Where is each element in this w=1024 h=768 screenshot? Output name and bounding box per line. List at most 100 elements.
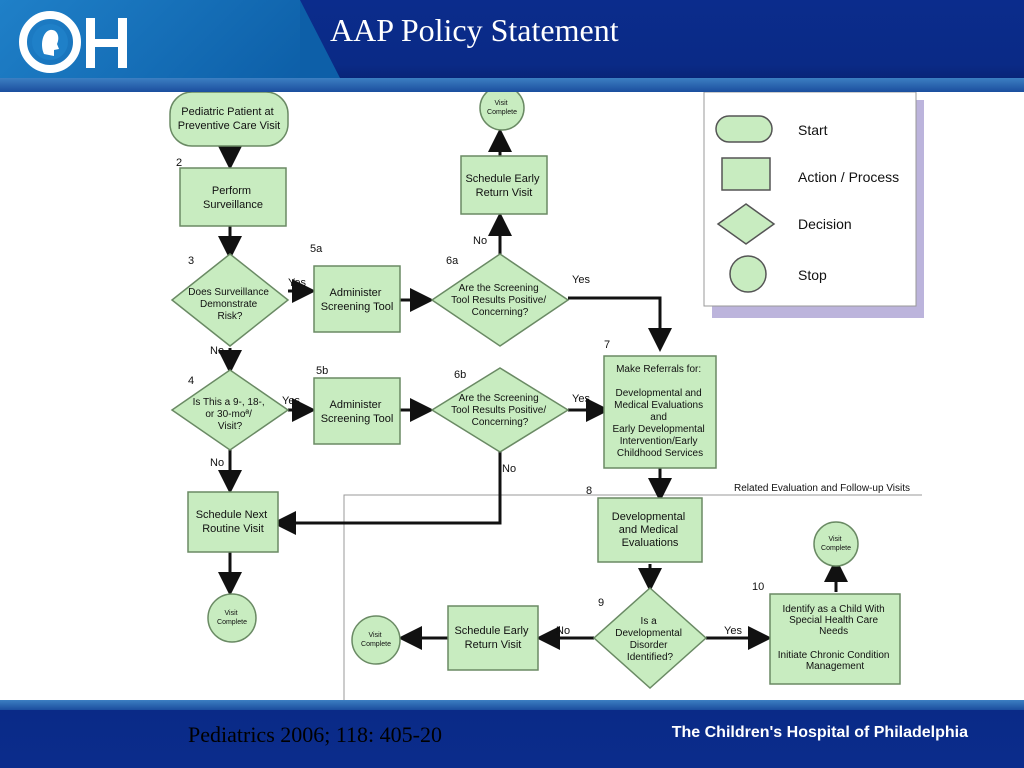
node-4-line-2: or 30-moª/: [205, 409, 252, 420]
node-9-line-2: Developmental: [615, 628, 682, 639]
legend: Start Action / Process Decision Stop: [703, 92, 924, 318]
vc-top-line-2: Complete: [487, 109, 517, 116]
node-3-number: 3: [188, 255, 194, 267]
node-2-line-2: Surveillance: [203, 199, 263, 211]
node-5a-number: 5a: [310, 243, 323, 255]
vc-bottom-line-1: Visit: [368, 632, 381, 639]
node-visit-age-decision: Is This a 9-, 18-, or 30-moª/ Visit?: [170, 369, 290, 451]
node-7-line-5: and: [650, 412, 667, 423]
svg-text:Does Surveillance Demo: Does Surveillance Demonstrate Risk?: [188, 287, 271, 322]
node-3-line-3: Risk?: [217, 311, 242, 322]
node-6b-line-3: Concerning?: [472, 417, 529, 428]
vc-right-line-1: Visit: [828, 536, 841, 543]
node-6b-number: 6b: [454, 369, 466, 381]
svg-text:Identify as a Child With: Identify as a Child With Special Health …: [778, 604, 893, 672]
svg-text:Make Referrals for: De: Make Referrals for: Developmental and Me…: [612, 364, 707, 459]
edge-no-9: No: [556, 625, 570, 637]
node-6a-number: 6a: [446, 255, 459, 267]
svg-text:Is a Developmental: Is a Developmental Disorder Identified?: [615, 616, 685, 663]
node-developmental-medical-evaluations: Developmental and Medical Evaluations: [597, 497, 703, 563]
legend-decision-label: Decision: [798, 216, 852, 232]
node-make-referrals: Make Referrals for: Developmental and Me…: [603, 355, 717, 469]
node-visit-complete-left: Visit Complete: [207, 593, 257, 643]
node-2-line-1: Perform: [212, 185, 251, 197]
vc-bottom-line-2: Complete: [361, 641, 391, 648]
node-4-number: 4: [188, 375, 194, 387]
legend-start-shape: [715, 115, 773, 143]
node-2-number: 2: [176, 157, 182, 169]
svg-text:Is This a 9-, 18-, or: Is This a 9-, 18-, or 30-moª/ Visit?: [193, 397, 268, 432]
legend-action-shape: [721, 157, 771, 191]
node-10-line-3: Needs: [819, 626, 848, 637]
svg-text:Pediatric Patient at P: Pediatric Patient at Preventive Care Vis…: [178, 106, 281, 132]
node-schedule-next-routine: Schedule Next Routine Visit: [187, 491, 279, 553]
node-disorder-identified-decision: Is a Developmental Disorder Identified?: [592, 586, 708, 690]
legend-stop-label: Stop: [798, 267, 827, 283]
svg-text:Are the Screening Tool: Are the Screening Tool Results Positive/…: [451, 283, 549, 318]
edge-yes-9: Yes: [724, 625, 742, 637]
footer-band: [0, 700, 1024, 710]
node-4-line-1: Is This a 9-, 18-,: [193, 397, 265, 408]
hospital-name: The Children's Hospital of Philadelphia: [671, 724, 968, 741]
node-7-line-3: Developmental and: [616, 388, 702, 399]
vc-top-line-1: Visit: [494, 100, 507, 107]
page-title: AAP Policy Statement: [330, 12, 619, 48]
edge-yes-3: Yes: [288, 277, 306, 289]
sched-top-line-1: Schedule Early: [465, 173, 539, 185]
node-6a-line-3: Concerning?: [472, 307, 529, 318]
node-screening-results-decision-b: Are the Screening Tool Results Positive/…: [430, 367, 570, 453]
node-special-health-care-needs: Identify as a Child With Special Health …: [769, 593, 901, 685]
node-administer-screening-b: Administer Screening Tool: [313, 377, 401, 445]
sched-bottom-line-1: Schedule Early: [454, 625, 528, 637]
svg-text:Visit Complete: Visit Complete: [361, 632, 391, 648]
node-8-line-2: and Medical: [619, 524, 678, 536]
node-7-line-4: Medical Evaluations: [614, 400, 703, 411]
edge-no-6b: No: [502, 463, 516, 475]
node-8-line-3: Evaluations: [622, 537, 679, 549]
node-10-number: 10: [752, 581, 764, 593]
node-5b-line-2: Screening Tool: [321, 413, 394, 425]
chop-logo: [19, 11, 127, 73]
sched-next-line-1: Schedule Next: [196, 509, 268, 521]
legend-start-label: Start: [798, 122, 828, 138]
node-visit-complete-bottom: Visit Complete: [351, 615, 401, 665]
related-label: Related Evaluation and Follow-up Visits: [734, 483, 910, 494]
node-5a-line-2: Screening Tool: [321, 301, 394, 313]
edge-no-3: No: [210, 345, 224, 357]
legend-stop-shape: [729, 255, 767, 293]
node-start-line-2: Preventive Care Visit: [178, 120, 281, 132]
node-10-line-5: Initiate Chronic Condition: [778, 650, 890, 661]
legend-action-label: Action / Process: [798, 169, 899, 185]
header-band: [0, 78, 1024, 92]
node-6b-line-2: Tool Results Positive/: [451, 405, 546, 416]
sched-next-line-2: Routine Visit: [202, 523, 264, 535]
flowchart-area: Start Action / Process Decision Stop Rel…: [0, 92, 1024, 700]
edge-no-6a: No: [473, 235, 487, 247]
node-9-number: 9: [598, 597, 604, 609]
svg-text:Administer Screening T: Administer Screening Tool: [321, 287, 394, 313]
edge-yes-4: Yes: [282, 395, 300, 407]
node-visit-complete-right: Visit Complete: [813, 521, 859, 567]
node-schedule-early-return-bottom: Schedule Early Return Visit: [447, 605, 539, 671]
svg-text:Schedule Next Routine: Schedule Next Routine Visit: [196, 509, 271, 535]
node-visit-complete-top: Visit Complete: [479, 92, 525, 131]
node-perform-surveillance: Perform Surveillance: [179, 167, 287, 227]
node-8-line-1: Developmental: [612, 511, 685, 523]
header-bar: AAP Policy Statement: [0, 0, 1024, 92]
sched-bottom-line-2: Return Visit: [465, 639, 522, 651]
node-start-line-1: Pediatric Patient at: [181, 106, 273, 118]
node-7-line-1: Make Referrals for:: [616, 364, 701, 375]
node-6a-line-1: Are the Screening: [459, 283, 539, 294]
node-9-line-3: Disorder: [630, 640, 668, 651]
svg-text:Are the Screening Tool: Are the Screening Tool Results Positive/…: [451, 393, 549, 428]
node-4-line-3: Visit?: [218, 421, 243, 432]
edge-labels: Yes Yes No No Yes Yes No No No Yes: [210, 235, 742, 637]
node-7-line-6: Early Developmental: [612, 424, 704, 435]
node-start: Pediatric Patient at Preventive Care Vis…: [169, 92, 289, 147]
svg-text:Administer Screening T: Administer Screening Tool: [321, 399, 394, 425]
edge-yes-6b: Yes: [572, 393, 590, 405]
footer-bar: Pediatrics 2006; 118: 405-20 The Childre…: [0, 700, 1024, 768]
citation-text: Pediatrics 2006; 118: 405-20: [188, 722, 442, 747]
svg-text:Visit Complete: Visit Complete: [217, 610, 247, 626]
edge-yes-6a: Yes: [572, 274, 590, 286]
